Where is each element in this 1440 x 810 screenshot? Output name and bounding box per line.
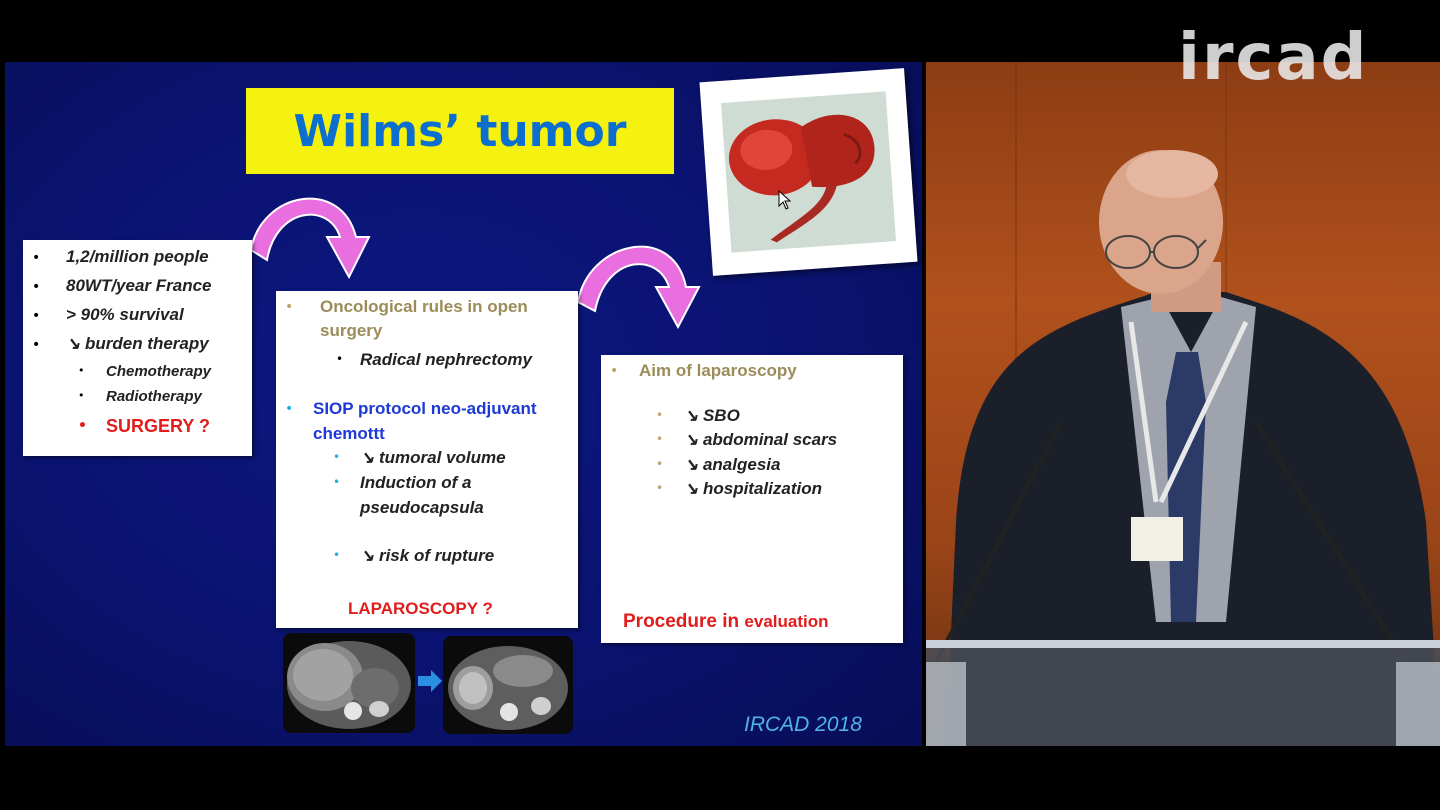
curved-arrow-icon <box>576 245 701 330</box>
card-heading: surgery <box>320 321 383 340</box>
list-item: Radical nephrectomy <box>360 350 532 369</box>
protocol-heading: SIOP protocol neo-adjuvant <box>313 399 537 418</box>
brand-logo: ircad <box>1178 21 1369 95</box>
list-item: ↘ burden therapy <box>66 334 209 353</box>
procedure-evaluation: Procedure in evaluation <box>623 611 829 632</box>
list-item: 1,2/million people <box>66 247 209 266</box>
card-heading: Aim of laparoscopy <box>639 361 797 380</box>
list-item: Chemotherapy <box>106 363 212 380</box>
slide-watermark: IRCAD 2018 <box>744 713 862 736</box>
ct-scan-before <box>283 633 415 733</box>
list-item: ↘ SBO <box>684 406 740 425</box>
list-item: 80WT/year France <box>66 276 212 295</box>
slide-title: Wilms’ tumor <box>293 105 627 157</box>
speaker-image <box>926 62 1440 746</box>
epidemiology-card: • 1,2/million people • 80WT/year France … <box>23 240 252 456</box>
list-item: pseudocapsula <box>360 498 484 517</box>
list-item: ↘ abdominal scars <box>684 430 838 449</box>
list-item: ↘ hospitalization <box>684 479 822 498</box>
oncological-rules-card: • Oncological rules in open surgery • Ra… <box>276 291 578 628</box>
laparoscopy-question: LAPAROSCOPY ? <box>348 599 493 618</box>
curved-arrow-icon <box>249 197 371 280</box>
presentation-slide: Wilms’ tumor • 1,2/million people • 80WT… <box>5 62 922 746</box>
right-arrow-icon <box>418 670 442 692</box>
list-item: ↘ analgesia <box>684 455 781 474</box>
ct-scan-after <box>443 636 573 734</box>
mouse-cursor-icon <box>778 190 792 210</box>
laparoscopy-aims-card: • Aim of laparoscopy • ↘ SBO • ↘ abdomin… <box>601 355 903 643</box>
slide-title-box: Wilms’ tumor <box>246 88 674 174</box>
list-item: Radiotherapy <box>106 388 202 405</box>
list-item: ↘ risk of rupture <box>360 546 495 565</box>
tumor-specimen-image <box>720 91 897 253</box>
card-heading: Oncological rules in open <box>320 297 528 316</box>
surgery-emphasis: SURGERY ? <box>106 416 211 436</box>
list-item: ↘ tumoral volume <box>360 448 506 467</box>
protocol-heading: chemottt <box>313 424 385 443</box>
specimen-photo <box>699 68 918 276</box>
list-item: > 90% survival <box>66 305 184 324</box>
speaker-video <box>926 62 1440 746</box>
list-item: Induction of a <box>360 473 472 492</box>
